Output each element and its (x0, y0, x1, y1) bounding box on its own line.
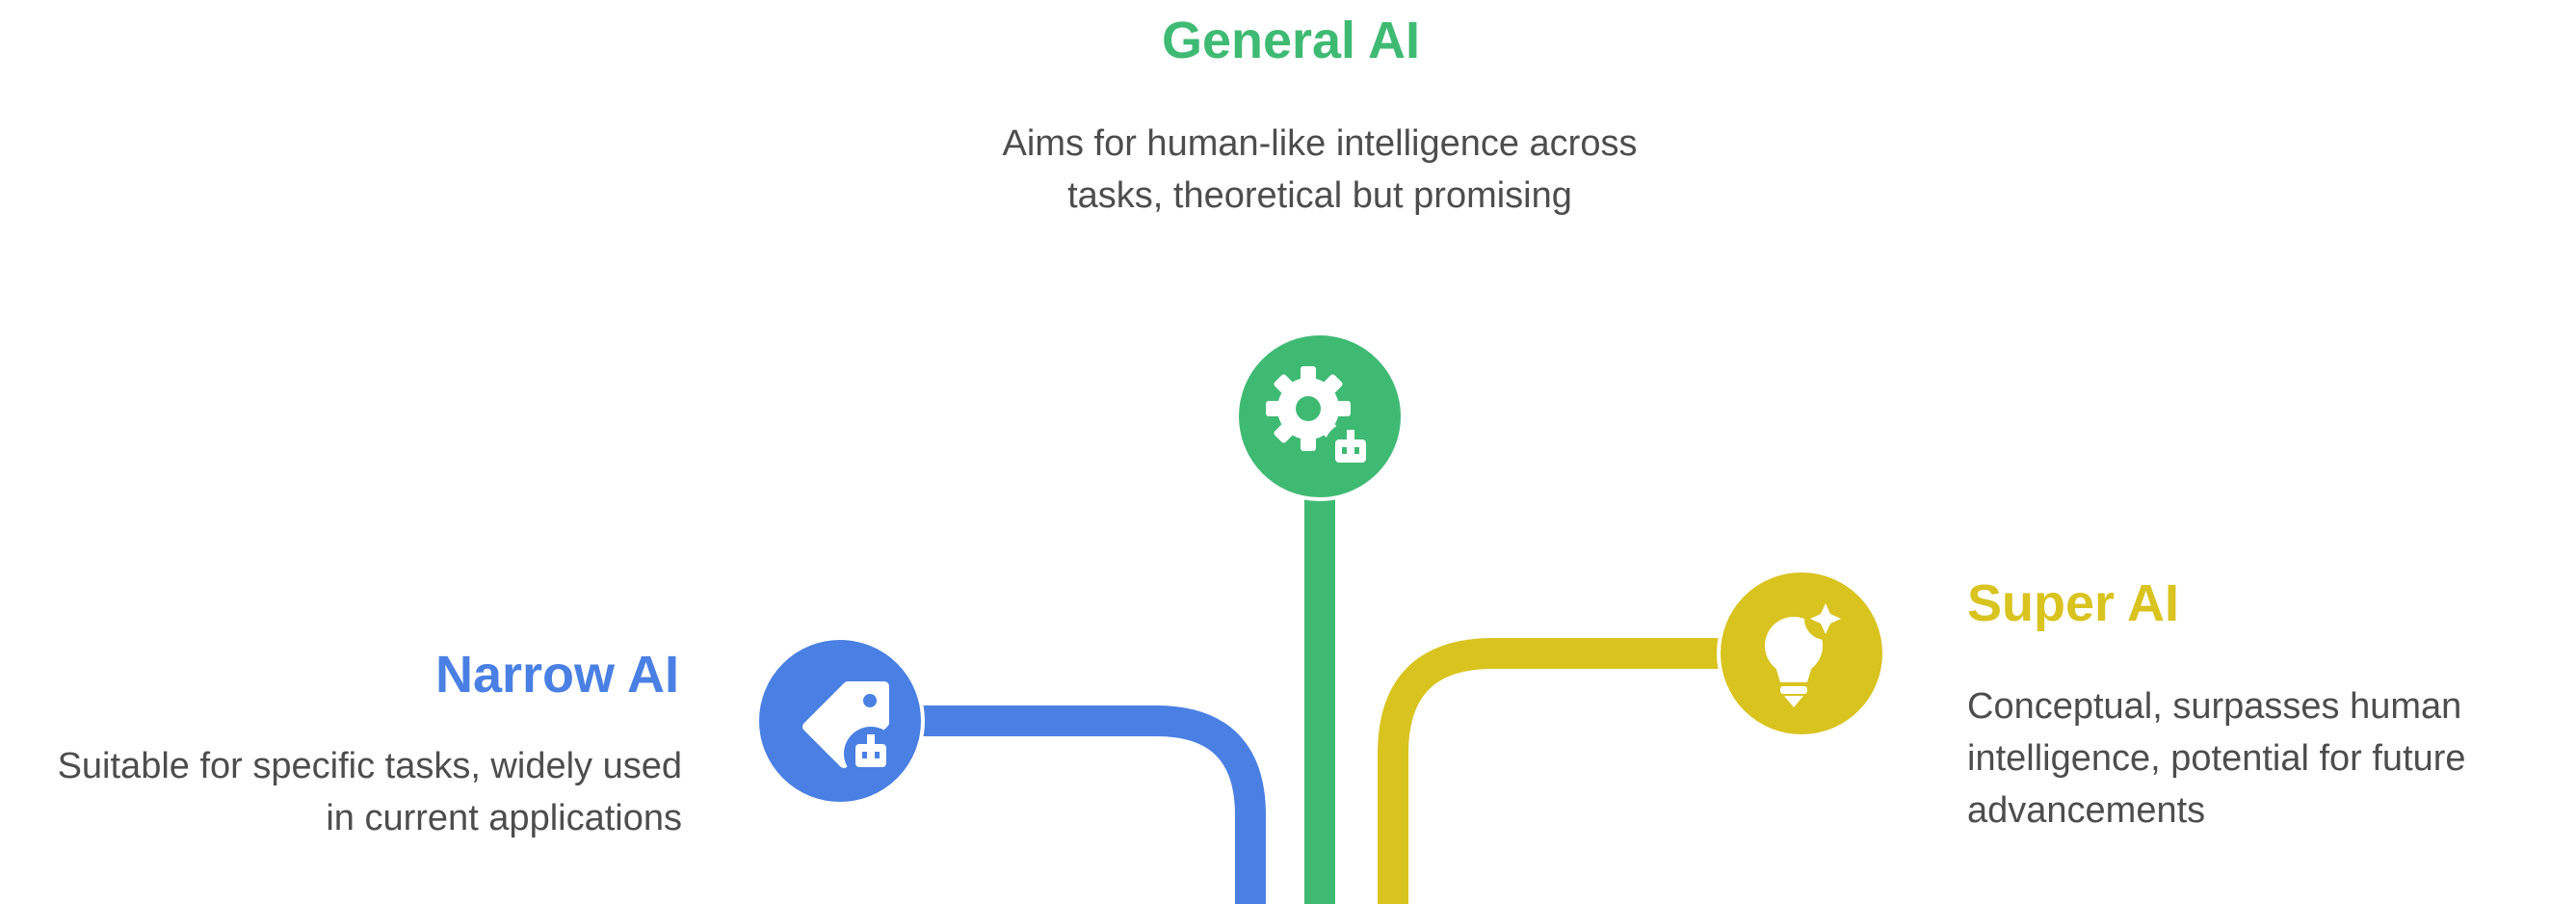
general-node (1235, 332, 1405, 501)
narrow-ai-title: Narrow AI (434, 646, 679, 704)
narrow-ai-description: Suitable for specific tasks, widely used… (57, 746, 682, 838)
general-ai-title: General AI (1161, 12, 1421, 69)
lightbulb-sparkle-icon (1765, 598, 1847, 707)
narrow-node (755, 636, 925, 806)
general-ai-description: Aims for human-like intelligence across … (1002, 123, 1638, 216)
super-ai-description: Conceptual, surpasses human intelligence… (1967, 686, 2466, 831)
super-ai-title: Super AI (1967, 574, 2180, 632)
super-connector-line (1378, 638, 1734, 904)
tag-robot-icon (802, 681, 898, 781)
super-node (1717, 569, 1886, 738)
gear-robot-icon (1266, 366, 1378, 476)
narrow-connector-line (872, 705, 1266, 904)
